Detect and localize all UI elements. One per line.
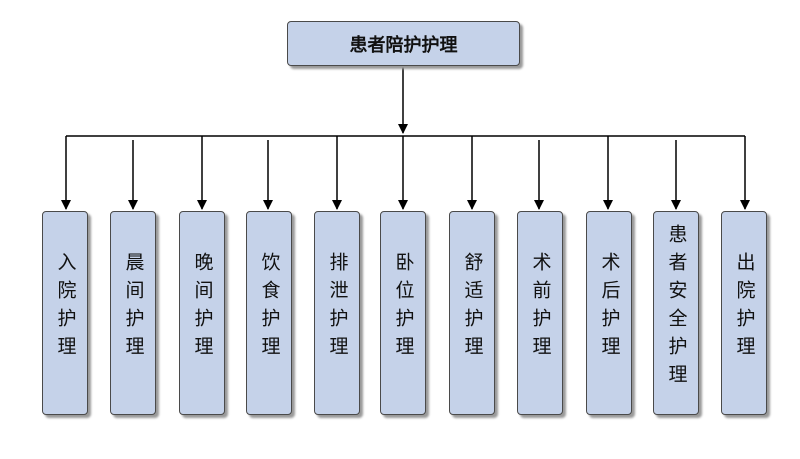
child-node-preoperative: 术前护理	[517, 211, 563, 415]
child-node-patient-safety: 患者安全护理	[653, 211, 699, 415]
child-node-comfort: 舒适护理	[449, 211, 495, 415]
child-node-position: 卧位护理	[380, 211, 426, 415]
child-node-label: 出院护理	[733, 252, 756, 364]
root-node-label: 患者陪护护理	[349, 34, 458, 56]
child-node-excretion: 排泄护理	[314, 211, 360, 415]
child-node-diet: 饮食护理	[246, 211, 292, 415]
root-node: 患者陪护护理	[287, 21, 520, 66]
child-node-label: 舒适护理	[461, 252, 484, 364]
child-node-label: 排泄护理	[326, 252, 349, 364]
child-node-label: 入院护理	[54, 252, 77, 364]
child-node-label: 晨间护理	[122, 252, 145, 364]
child-node-label: 术后护理	[598, 252, 621, 364]
child-node-discharge: 出院护理	[721, 211, 767, 415]
child-node-label: 晚间护理	[191, 252, 214, 364]
child-node-label: 患者安全护理	[665, 224, 688, 392]
child-node-postoperative: 术后护理	[586, 211, 632, 415]
child-node-label: 术前护理	[529, 252, 552, 364]
child-node-admission: 入院护理	[42, 211, 88, 415]
child-node-label: 饮食护理	[258, 252, 281, 364]
child-node-evening: 晚间护理	[179, 211, 225, 415]
child-node-label: 卧位护理	[392, 252, 415, 364]
child-node-morning: 晨间护理	[110, 211, 156, 415]
